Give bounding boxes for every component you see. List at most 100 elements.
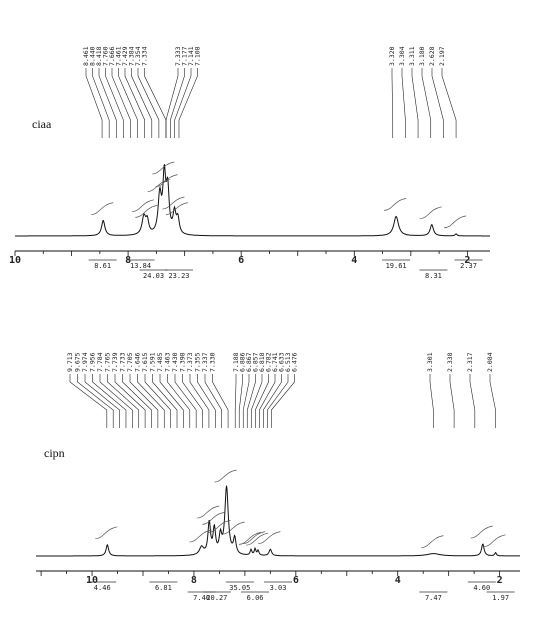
integral-value: 1.97: [492, 594, 509, 602]
integral-curve: [243, 531, 266, 544]
integral-curve: [197, 505, 220, 519]
peak-label: 6.633: [278, 352, 286, 372]
integral-curve: [162, 196, 185, 210]
peak-label: 7.739: [111, 352, 119, 372]
peak-label: 6.476: [291, 352, 299, 372]
peak-label: 9.675: [74, 352, 82, 372]
peak-leader: [152, 374, 178, 428]
peak-label: 7.591: [149, 352, 157, 372]
x-tick-label: 10: [9, 255, 21, 266]
integral-curve: [155, 174, 178, 187]
peak-label: 7.463: [164, 352, 172, 372]
peak-label: 7.733: [119, 352, 127, 372]
peak-leader: [77, 374, 114, 428]
spectrum-label-cipn: cipn: [44, 446, 65, 460]
peak-leader: [99, 374, 133, 428]
spectrum-trace: [36, 485, 520, 557]
integral-value: 6.06: [247, 594, 264, 602]
peak-label: 7.354: [134, 46, 142, 66]
peak-leader: [144, 374, 171, 428]
integral-curve: [152, 161, 175, 175]
peak-leader: [165, 68, 179, 138]
peak-leader: [105, 68, 124, 138]
peak-leader: [401, 68, 406, 138]
peak-leader: [431, 68, 444, 138]
peak-leader: [69, 374, 108, 428]
peak-leader: [234, 374, 237, 428]
peak-leader: [114, 374, 146, 428]
peak-label: 7.705: [126, 352, 134, 372]
peak-label: 7.666: [108, 46, 116, 66]
spectrum-trace: [15, 164, 490, 237]
integral-value: 3.03: [270, 584, 287, 592]
peak-label: 8.418: [95, 46, 103, 66]
peak-leader: [170, 68, 185, 138]
x-tick-label: 10: [86, 575, 98, 586]
x-tick-label: 8: [125, 255, 131, 266]
peak-label: 7.974: [81, 352, 89, 372]
peak-leader: [124, 68, 145, 138]
peak-label: 3.301: [426, 352, 434, 372]
peak-label: 8.461: [82, 46, 90, 66]
peak-leader: [469, 374, 476, 428]
peak-leader: [250, 374, 263, 428]
peak-leader: [137, 68, 160, 138]
integral-curve: [189, 529, 212, 543]
peak-label: 7.784: [96, 352, 104, 372]
peak-leader: [411, 68, 419, 138]
spectrum-label-ciaa: ciaa: [32, 117, 52, 131]
integral-value: 8.61: [94, 262, 111, 270]
peak-label: 7.333: [174, 46, 182, 66]
peak-leader: [129, 374, 159, 428]
integral-curve: [135, 205, 158, 218]
integral-value: 4.46: [94, 584, 111, 592]
peak-label: 7.760: [102, 46, 110, 66]
peak-leader: [421, 68, 432, 138]
peak-leader: [107, 374, 140, 428]
integral-curve: [95, 526, 118, 540]
peak-label: 6.818: [258, 352, 266, 372]
integral-curve: [384, 198, 407, 211]
peak-leader: [449, 374, 455, 428]
peak-label: 7.485: [156, 352, 164, 372]
peak-leader: [238, 374, 243, 428]
integral-value: 19.61: [386, 262, 407, 270]
peak-label: 6.782: [265, 352, 273, 372]
integral-value: 20.27: [206, 594, 227, 602]
integral-curve: [214, 469, 237, 483]
peak-leader: [489, 374, 496, 428]
integral-value: 7.47: [425, 594, 442, 602]
peak-leader: [255, 374, 269, 428]
integral-value: 24.03: [143, 272, 164, 280]
peak-leader: [111, 68, 131, 138]
integral-curve: [238, 532, 262, 545]
peak-leader: [259, 374, 276, 428]
peak-label: 9.713: [66, 352, 74, 372]
peak-leader: [92, 68, 110, 138]
peak-leader: [204, 374, 222, 428]
peak-label: 6.886: [239, 352, 247, 372]
integral-value: 8.31: [425, 272, 442, 280]
peak-leader: [197, 374, 216, 428]
integral-value: 35.05: [229, 584, 250, 592]
peak-label: 7.765: [104, 352, 112, 372]
peak-label: 7.373: [186, 352, 194, 372]
peak-label: 7.956: [89, 352, 97, 372]
peak-label: 8.440: [89, 46, 97, 66]
integral-value: 23.23: [168, 272, 189, 280]
peak-leader: [84, 374, 120, 428]
integral-curve: [483, 534, 506, 548]
peak-label: 6.741: [271, 352, 279, 372]
peak-label: 3.180: [418, 46, 426, 66]
peak-label: 2.338: [446, 352, 454, 372]
peak-label: 2.197: [438, 46, 446, 66]
peak-leader: [242, 374, 250, 428]
peak-leader: [271, 374, 295, 428]
peak-leader: [267, 374, 289, 428]
peak-leader: [178, 68, 198, 138]
peak-label: 6.867: [245, 352, 253, 372]
peak-label: 2.628: [428, 46, 436, 66]
peak-label: 7.334: [141, 46, 149, 66]
